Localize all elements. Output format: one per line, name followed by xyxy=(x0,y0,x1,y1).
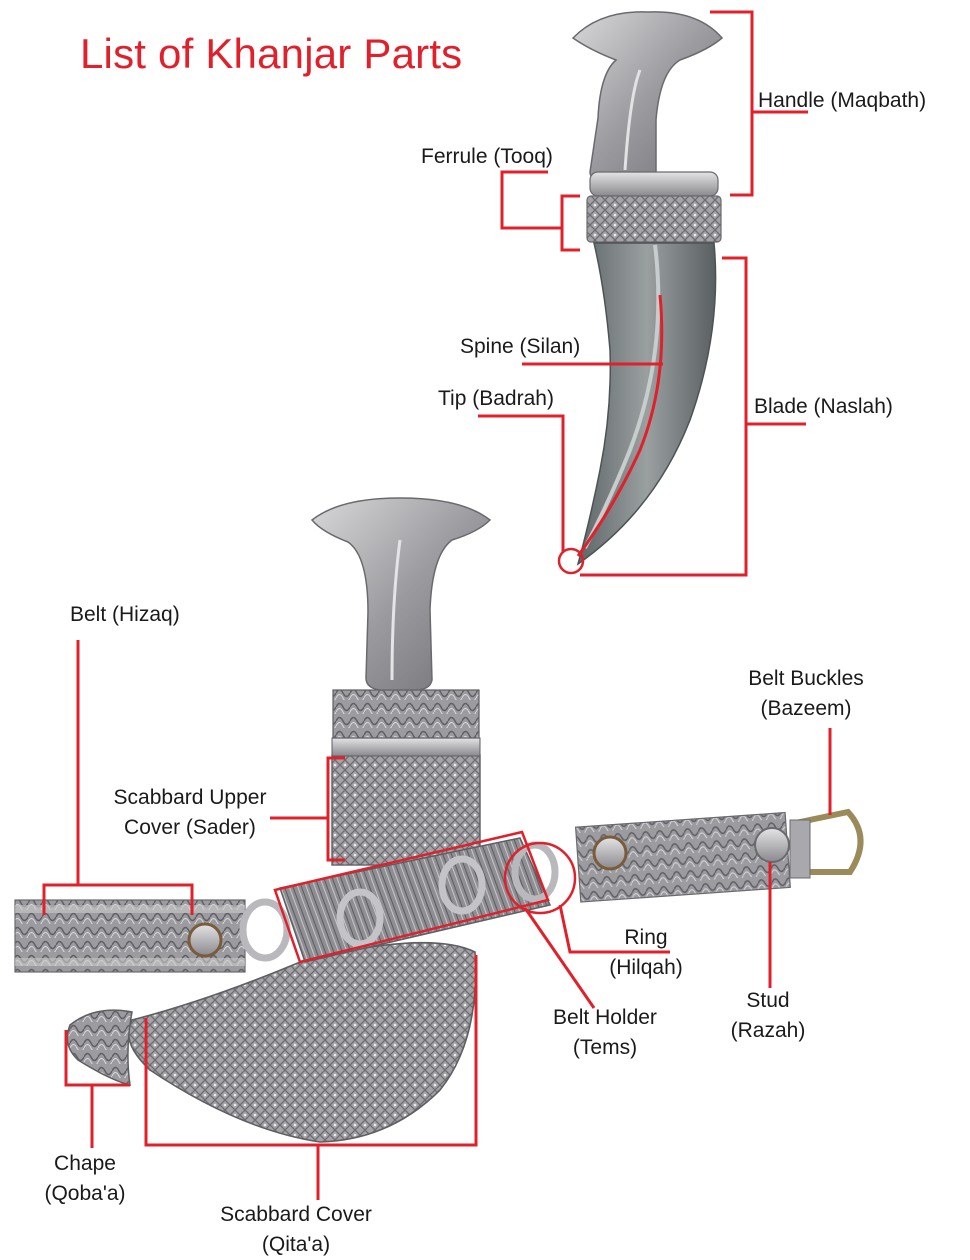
label-spine: Spine (Silan) xyxy=(460,332,580,362)
stud-razah-shape xyxy=(755,828,789,862)
label-belt-holder: Belt Holder (Tems) xyxy=(532,1003,678,1063)
label-stud: Stud (Razah) xyxy=(718,986,818,1046)
tip-leader xyxy=(478,416,563,552)
ferrule-bracket xyxy=(562,196,580,250)
label-stud-line1: Stud xyxy=(718,986,818,1016)
page-title: List of Khanjar Parts xyxy=(80,30,462,78)
label-ring: Ring (Hilqah) xyxy=(596,923,696,983)
label-chape-line1: Chape xyxy=(30,1149,140,1179)
lower-handle-shape xyxy=(312,498,490,690)
ferrule-leader xyxy=(502,172,562,228)
scabbard-upper-shape xyxy=(332,755,480,865)
label-ring-line2: (Hilqah) xyxy=(596,953,696,983)
chape-shape xyxy=(67,1010,132,1085)
label-tip: Tip (Badrah) xyxy=(438,384,554,414)
upper-khanjar-illustration xyxy=(559,12,722,573)
label-scabbard-cover: Scabbard Cover (Qita'a) xyxy=(196,1200,396,1260)
left-ring-shape xyxy=(243,902,287,958)
label-scabbard-upper-line1: Scabbard Upper xyxy=(92,783,288,813)
left-stud-shape xyxy=(189,924,221,956)
label-belt-buckles-line1: Belt Buckles xyxy=(728,664,884,694)
label-scabbard-upper: Scabbard Upper Cover (Sader) xyxy=(92,783,288,843)
label-scabbard-cover-line2: (Qita'a) xyxy=(196,1230,396,1260)
label-belt: Belt (Hizaq) xyxy=(70,600,180,630)
upper-band-shape xyxy=(333,690,479,738)
label-blade: Blade (Naslah) xyxy=(754,392,893,422)
upper-handle-shape xyxy=(573,12,722,182)
right-stud-shape xyxy=(594,837,626,869)
label-stud-line2: (Razah) xyxy=(718,1016,818,1046)
label-scabbard-cover-line1: Scabbard Cover xyxy=(196,1200,396,1230)
label-belt-holder-line2: (Tems) xyxy=(532,1033,678,1063)
label-chape-line2: (Qoba'a) xyxy=(30,1179,140,1209)
label-belt-buckles-line2: (Bazeem) xyxy=(728,694,884,724)
label-belt-buckles: Belt Buckles (Bazeem) xyxy=(728,664,884,724)
label-chape: Chape (Qoba'a) xyxy=(30,1149,140,1209)
label-ferrule: Ferrule (Tooq) xyxy=(421,142,553,172)
upper-collar-shape xyxy=(590,172,718,196)
upper-ferrule-shape xyxy=(587,196,721,242)
label-belt-holder-line1: Belt Holder xyxy=(532,1003,678,1033)
label-scabbard-upper-line2: Cover (Sader) xyxy=(92,813,288,843)
label-ring-line1: Ring xyxy=(596,923,696,953)
belt-holder-leader xyxy=(525,908,594,1008)
label-handle: Handle (Maqbath) xyxy=(758,86,926,116)
